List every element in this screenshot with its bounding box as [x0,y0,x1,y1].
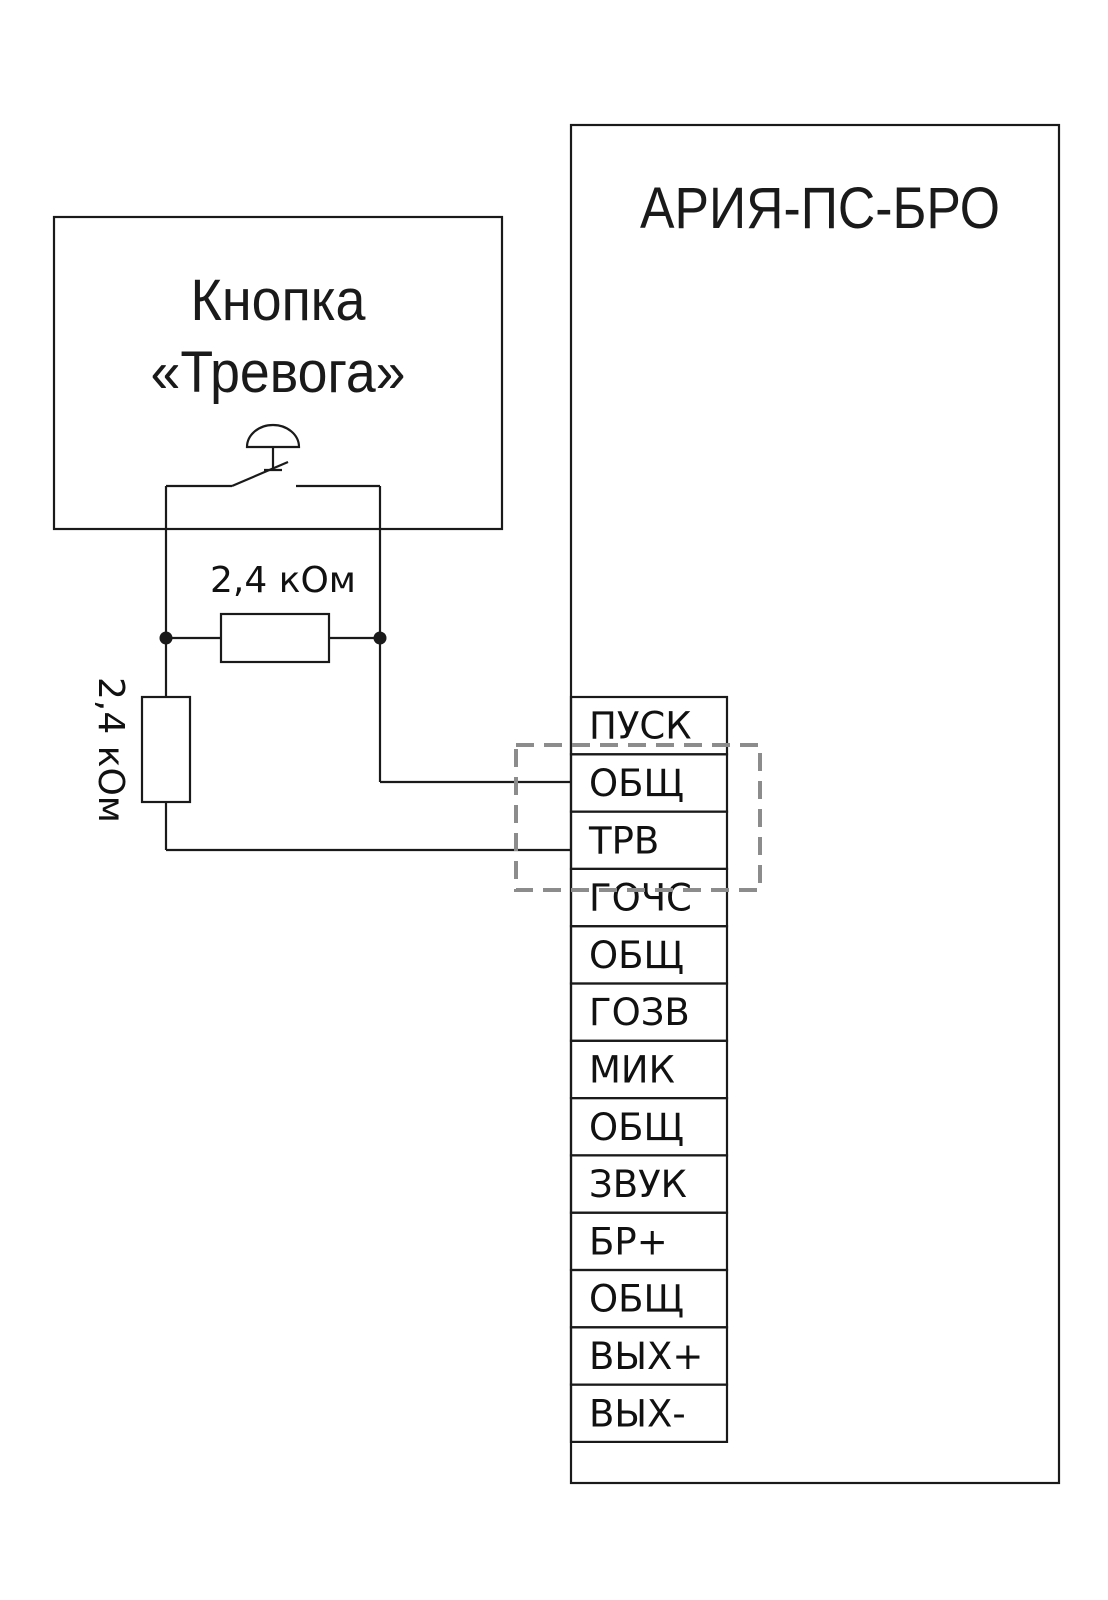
terminal-label: ТРВ [588,819,659,862]
terminal-label: ГОЧС [589,877,692,920]
terminal-label: ВЫХ- [589,1392,686,1435]
resistor-top [219,612,331,664]
terminal-label: БР+ [589,1220,668,1263]
terminal-label: ОБЩ [589,1106,684,1149]
junction-dot-right [373,631,387,645]
resistor-left [140,695,192,804]
terminal-label: ОБЩ [589,762,684,805]
terminal-label: ОБЩ [589,934,684,977]
terminal-label: ОБЩ [589,1278,684,1321]
resistor-top-label: 2,4 кОм [210,560,356,601]
junction-dot-left [159,631,173,645]
button-title-line2: «Тревога» [151,340,406,405]
push-button-icon [166,423,380,488]
terminal-block: ПУСК ОБЩ ТРВ ГОЧС ОБЩ ГОЗВ МИК ОБЩ ЗВУК БР+ ОБЩ ВЫХ… [569,695,729,1443]
terminal-label: ВЫХ+ [589,1335,703,1378]
terminal-label: ПУСК [589,705,691,748]
terminal-label: МИК [589,1048,675,1091]
terminal-cell [569,1383,729,1443]
terminal-highlight [514,743,762,892]
terminal-label: ГОЗВ [589,991,690,1034]
device-title: АРИЯ-ПС-БРО [640,176,1000,241]
terminal-label: ЗВУК [589,1163,687,1206]
button-box [52,215,504,531]
resistor-left-label: 2,4 кОм [90,677,131,823]
button-title-line1: Кнопка [191,268,367,333]
